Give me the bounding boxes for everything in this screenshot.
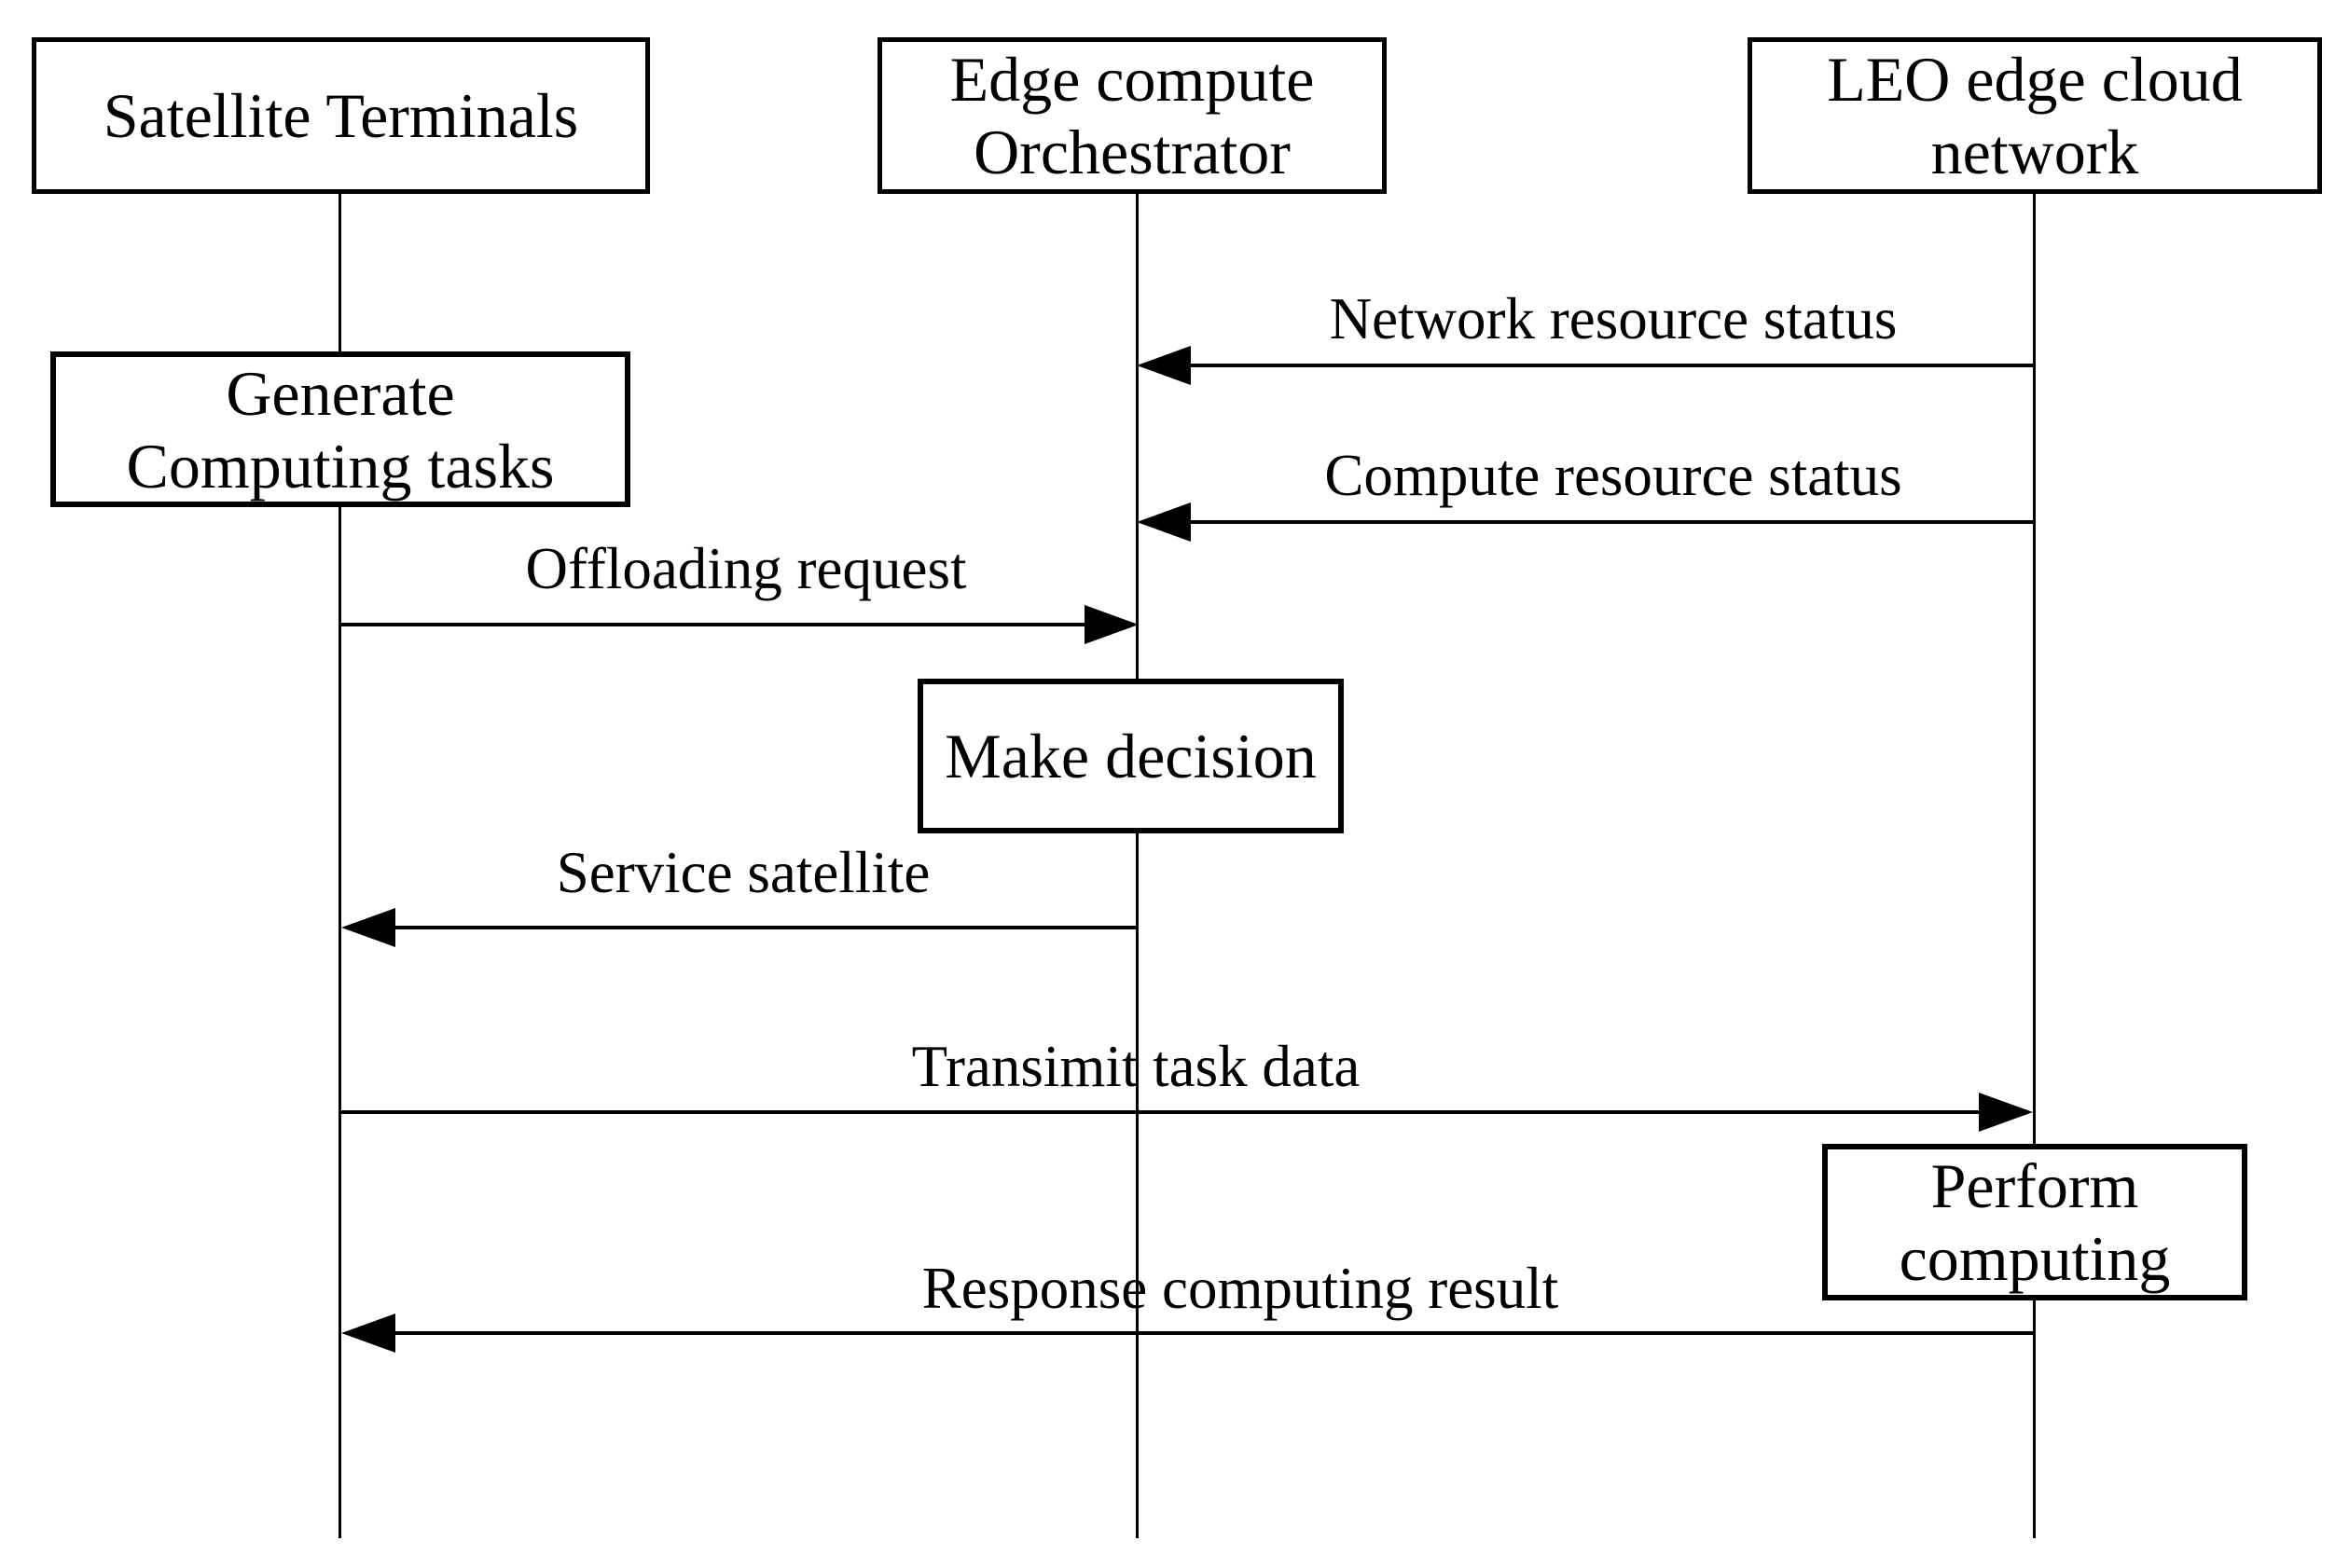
- activity-perform-computing: Perform computing: [1822, 1144, 2247, 1300]
- message-label: Transimit task data: [911, 1034, 1361, 1099]
- message-line: [392, 926, 1138, 929]
- actor-label: Satellite Terminals: [103, 80, 579, 151]
- message-label: Network resource status: [1329, 286, 1898, 351]
- actor-label-line2: Orchestrator: [974, 117, 1291, 187]
- activity-generate-computing-tasks: Generate Computing tasks: [50, 351, 630, 507]
- message-line: [392, 1331, 2033, 1335]
- activity-label-line1: Perform: [1930, 1150, 2139, 1221]
- message-label: Service satellite: [556, 840, 931, 905]
- actor-label-line1: LEO edge cloud: [1827, 44, 2243, 115]
- activity-label-line1: Generate: [226, 357, 455, 429]
- arrowhead-left-icon: [341, 908, 395, 947]
- actor-label-line1: Edge compute: [949, 44, 1315, 115]
- message-label: Response computing result: [921, 1256, 1559, 1321]
- actor-leo-edge-cloud-network: LEO edge cloud network: [1748, 37, 2322, 194]
- actor-edge-compute-orchestrator: Edge compute Orchestrator: [877, 37, 1387, 194]
- activity-make-decision: Make decision: [918, 679, 1344, 833]
- arrowhead-left-icon: [1137, 502, 1191, 542]
- message-line: [341, 1110, 1981, 1114]
- arrowhead-right-icon: [1085, 605, 1139, 644]
- arrowhead-right-icon: [1979, 1093, 2033, 1132]
- activity-label-line2: Computing tasks: [126, 430, 555, 502]
- actor-label-line2: network: [1930, 117, 2139, 187]
- lifeline-satellite-terminals: [339, 194, 341, 1538]
- message-line: [1186, 520, 2033, 524]
- activity-label-line2: computing: [1899, 1223, 2171, 1294]
- message-line: [1186, 364, 2033, 367]
- message-label: Offloading request: [525, 536, 967, 601]
- arrowhead-left-icon: [341, 1314, 395, 1353]
- lifeline-leo-edge-cloud-network: [2033, 194, 2036, 1538]
- arrowhead-left-icon: [1137, 346, 1191, 385]
- message-line: [341, 623, 1087, 626]
- lifeline-edge-compute-orchestrator: [1136, 194, 1139, 1538]
- message-label: Compute resource status: [1324, 443, 1902, 508]
- actor-satellite-terminals: Satellite Terminals: [32, 37, 650, 194]
- activity-label: Make decision: [945, 721, 1317, 791]
